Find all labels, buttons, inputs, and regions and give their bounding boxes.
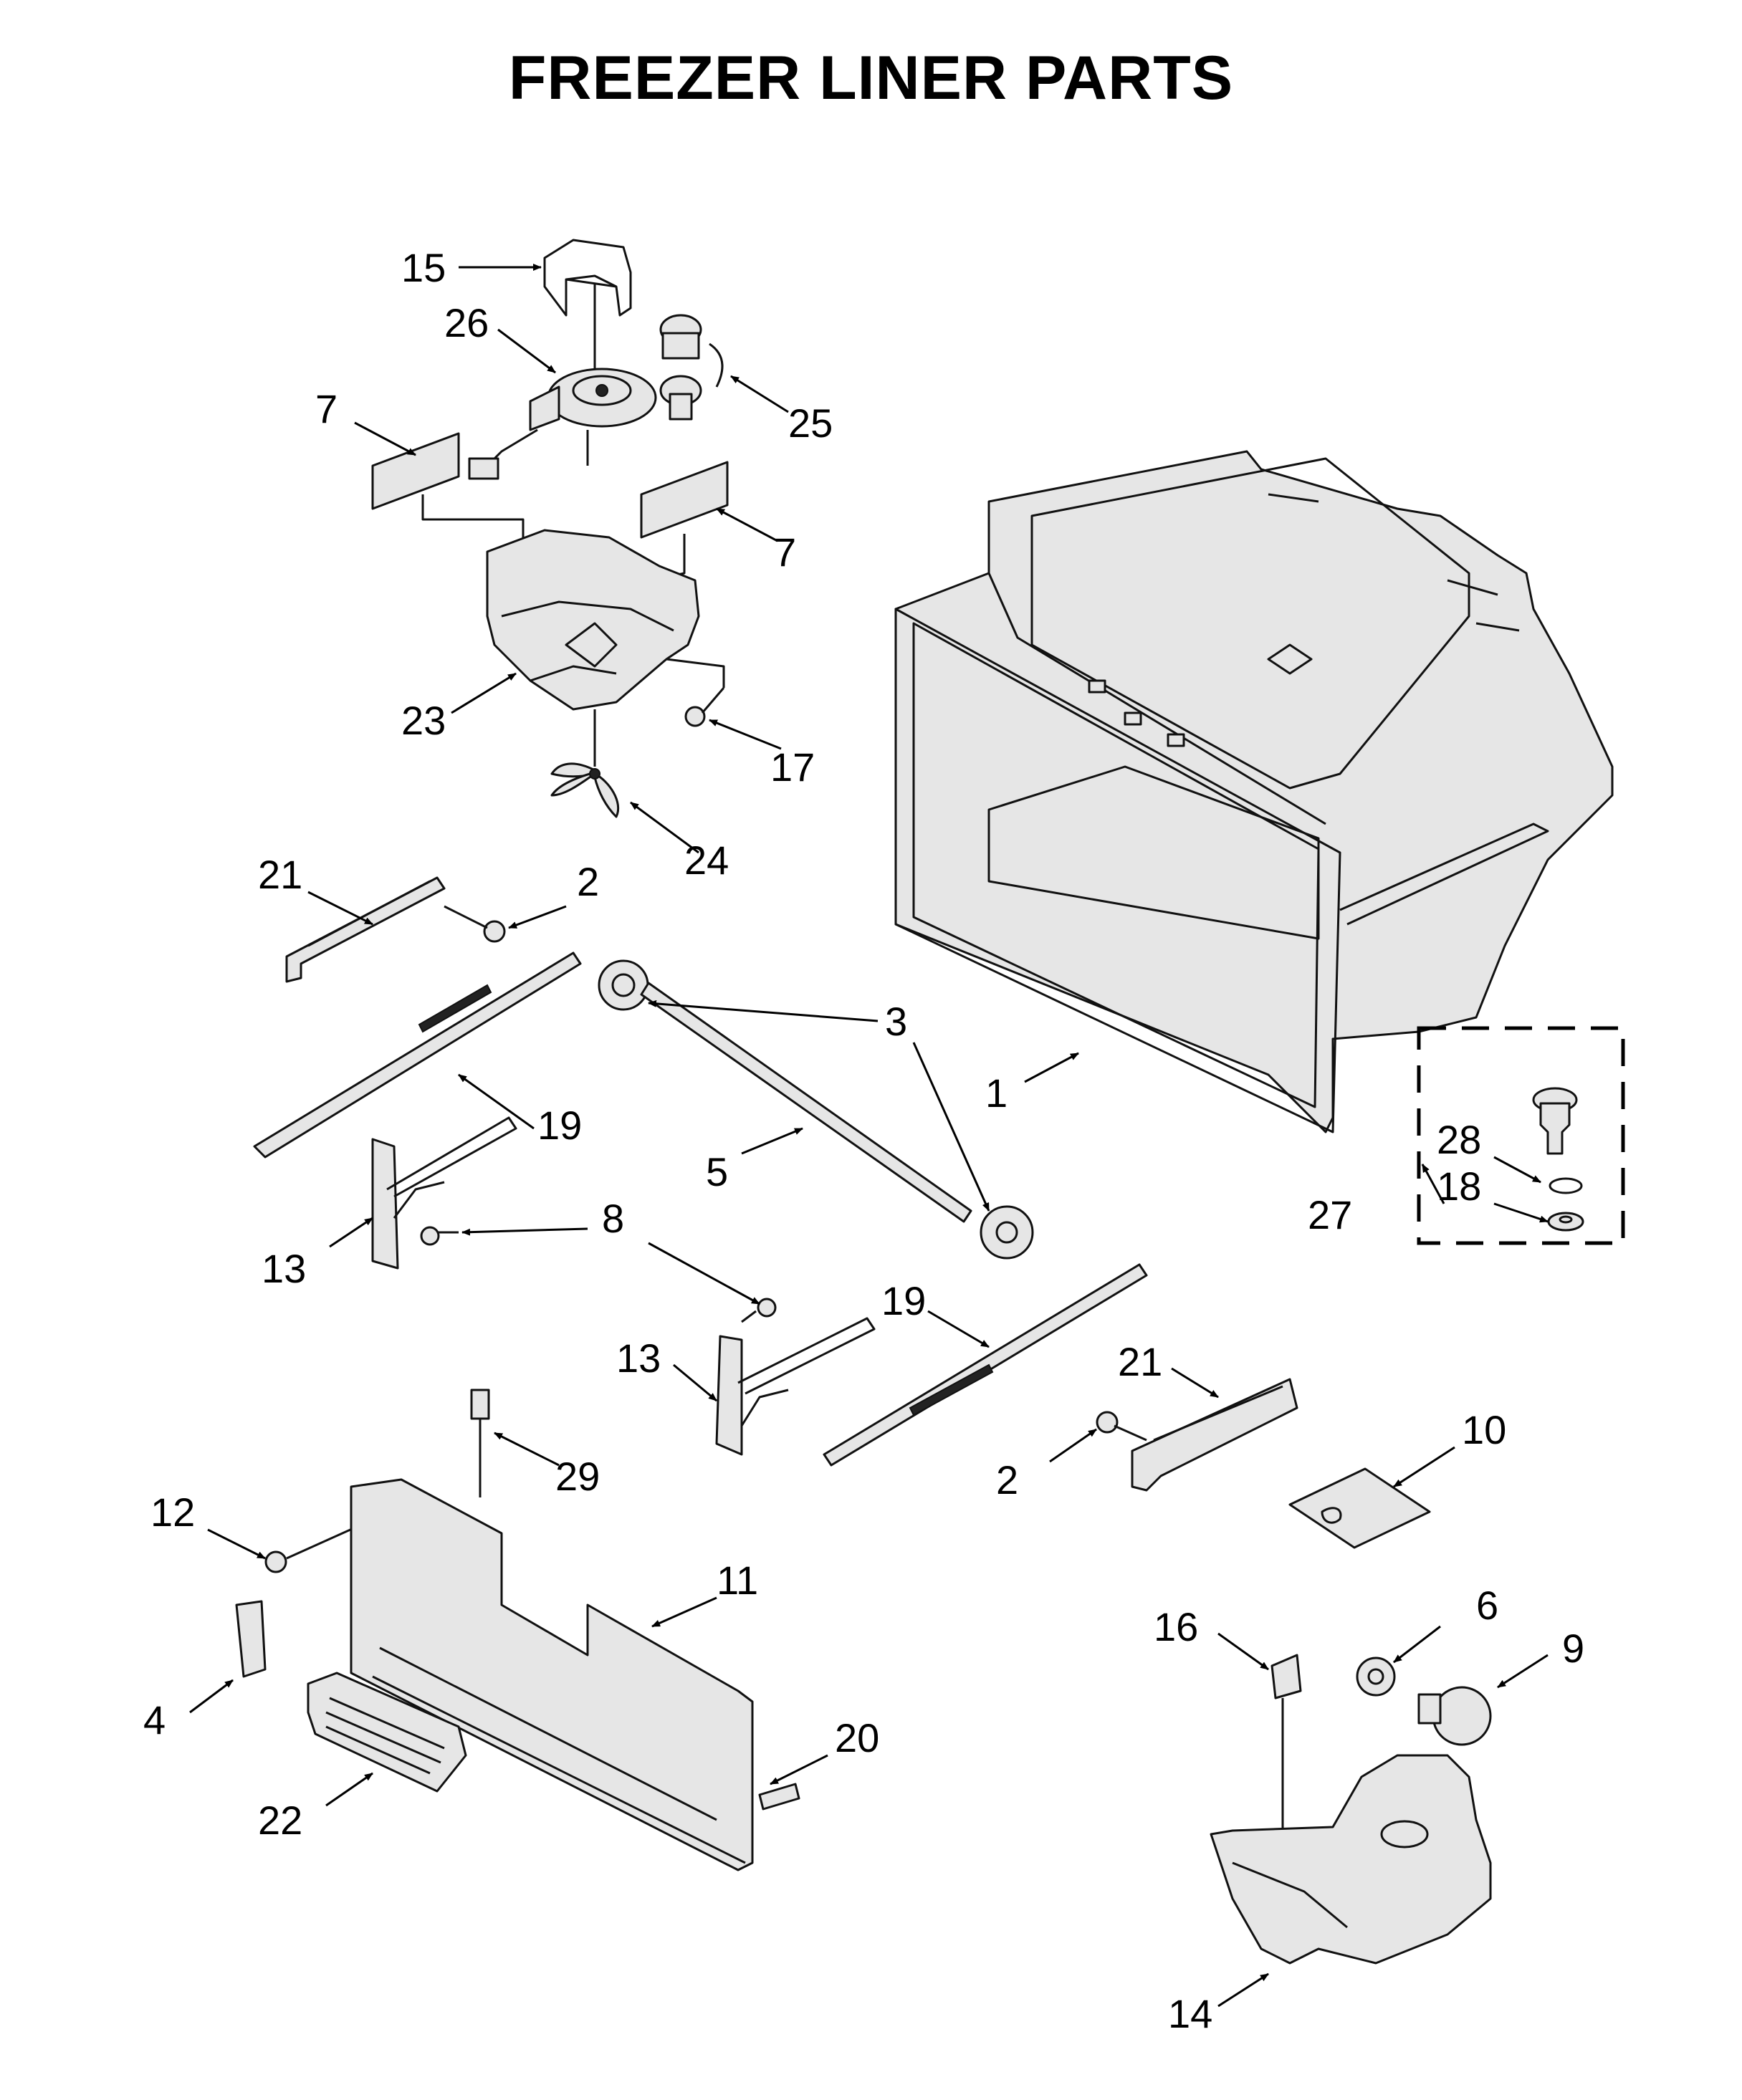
part-3-gear-lower (980, 1205, 1034, 1260)
part-26-fan-motor (468, 368, 657, 480)
part-9-bulb (1417, 1686, 1492, 1746)
part-10-literature (1288, 1467, 1431, 1549)
callout-9: 9 (1562, 1626, 1584, 1671)
part-18-washer (1547, 1212, 1584, 1232)
leader-lines (189, 264, 1549, 2008)
callout-18: 18 (1437, 1164, 1481, 1209)
callout-25: 25 (788, 401, 833, 446)
callout-10: 10 (1462, 1407, 1506, 1452)
part-22-grille (307, 1672, 467, 1793)
part-20-strip (758, 1783, 800, 1811)
part-11-rear-panel (350, 1478, 754, 1871)
part-19-slide-rail-upper (253, 951, 582, 1159)
callout-5: 5 (706, 1149, 728, 1194)
part-17-screw (684, 687, 725, 727)
part-4-clip (235, 1600, 267, 1678)
callout-11: 11 (717, 1558, 758, 1603)
part-2-screw-upper (444, 905, 506, 943)
callout-13b: 13 (616, 1336, 661, 1381)
callout-13a: 13 (262, 1246, 306, 1291)
callout-23: 23 (401, 698, 446, 743)
callout-29: 29 (555, 1454, 600, 1499)
callout-28: 28 (1437, 1117, 1481, 1162)
part-25-thermostat (659, 314, 724, 421)
part-8-screw-left (420, 1226, 459, 1246)
callout-22: 22 (258, 1798, 302, 1843)
part-27-group-box (1417, 1026, 1625, 1245)
part-23-fan-housing (486, 529, 725, 767)
callout-15: 15 (401, 245, 446, 290)
part-5-rod (640, 982, 972, 1223)
callout-17: 17 (770, 744, 815, 790)
callout-7b: 7 (774, 529, 796, 575)
callout-19a: 19 (537, 1103, 582, 1148)
callout-19b: 19 (881, 1278, 926, 1323)
callouts: 15 26 25 7 7 23 17 24 21 2 3 1 19 5 28 1… (143, 245, 1584, 2036)
callout-27: 27 (1308, 1192, 1352, 1237)
part-24-fan-blade (550, 762, 620, 818)
callout-8: 8 (602, 1196, 624, 1241)
callout-12: 12 (150, 1490, 195, 1535)
callout-14: 14 (1168, 1991, 1212, 2036)
part-15-bracket (543, 239, 632, 373)
part-13-bracket-center (715, 1317, 876, 1456)
part-3-gear-upper (598, 959, 649, 1011)
part-1-freezer-liner (894, 450, 1614, 1133)
part-2-screw-lower (1096, 1411, 1147, 1442)
part-28-fitting (1532, 1087, 1583, 1194)
callout-21b: 21 (1118, 1339, 1162, 1384)
part-8-screw-center (741, 1298, 777, 1323)
callout-21a: 21 (258, 852, 302, 897)
callout-6: 6 (1476, 1583, 1498, 1628)
part-6-socket (1356, 1656, 1396, 1697)
callout-2a: 2 (577, 859, 599, 904)
part-13-bracket-left (371, 1116, 517, 1270)
part-14-light-housing (1210, 1754, 1492, 1965)
part-7-pad-left (371, 432, 525, 545)
callout-4: 4 (143, 1697, 166, 1742)
callout-20: 20 (835, 1715, 879, 1760)
callout-2b: 2 (996, 1457, 1018, 1502)
callout-24: 24 (684, 838, 729, 883)
callout-3: 3 (885, 999, 907, 1044)
part-19-slide-rail-center (823, 1263, 1148, 1467)
part-21-slide-bracket-upper (285, 876, 446, 983)
callout-26: 26 (444, 300, 489, 345)
part-12-screw (264, 1525, 359, 1573)
callout-16: 16 (1154, 1604, 1198, 1649)
callout-1: 1 (985, 1070, 1008, 1116)
diagram-title: FREEZER LINER PARTS (508, 44, 1234, 112)
part-29-probe (470, 1389, 490, 1497)
part-21-slide-bracket-right (1131, 1378, 1298, 1492)
callout-7a: 7 (315, 386, 338, 431)
